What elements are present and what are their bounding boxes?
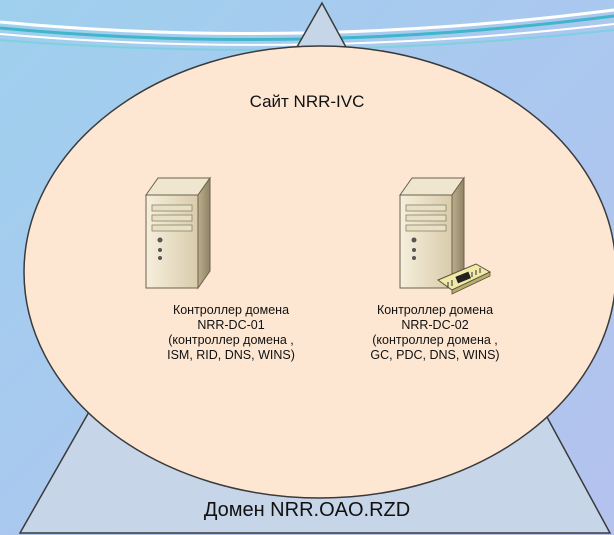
dc1-line4: ISM, RID, DNS, WINS): [167, 348, 295, 362]
dc1-line3: (контроллер домена ,: [168, 333, 294, 347]
dc2-line4: GC, PDC, DNS, WINS): [370, 348, 500, 362]
dc1-line2: NRR-DC-01: [197, 318, 265, 332]
server-with-network-card-icon: [399, 176, 492, 295]
site-title: Сайт NRR-IVC: [249, 92, 365, 111]
network-card-icon: [436, 263, 492, 295]
dc2-line2: NRR-DC-02: [401, 318, 469, 332]
domain-title: Домен NRR.OAO.RZD: [203, 499, 411, 521]
dc2-line3: (контроллер домена ,: [372, 333, 498, 347]
dc2-line1: Контроллер домена: [376, 303, 494, 317]
site-ellipse: [23, 45, 614, 499]
server-icon: [145, 176, 211, 290]
dc1-line1: Контроллер домена: [172, 303, 290, 317]
domain-controller-2-label: Контроллер домена NRR-DC-02 (контроллер …: [330, 303, 540, 363]
domain-controller-1-label: Контроллер домена NRR-DC-01 (контроллер …: [126, 303, 336, 363]
